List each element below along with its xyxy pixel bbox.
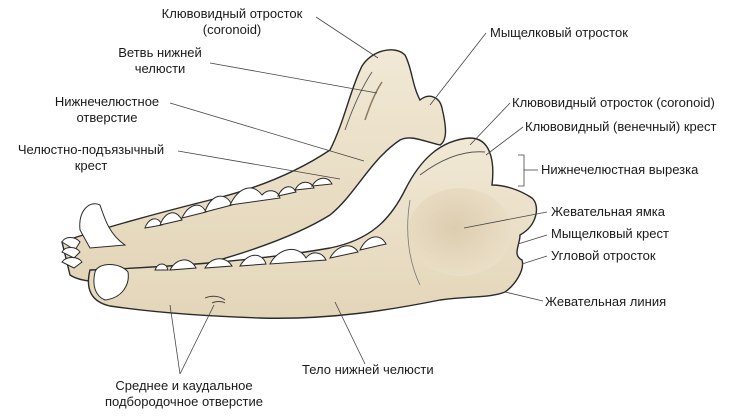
label-line: Нижнечелюстное [54, 94, 160, 109]
label-coronoid-process-top: Клювовидный отросток (coronoid) [146, 6, 318, 38]
label-line: отверстие [76, 110, 138, 125]
lateral-hemimandible [87, 137, 538, 319]
label-line: подбородочное отверстие [104, 394, 264, 409]
label-line: Среднее и каудальное [115, 378, 253, 393]
label-condylar-crest: Мыщелковый крест [551, 226, 669, 241]
leader-lines [169, 16, 548, 375]
label-mental-foramina: Среднее и каудальное подбородочное отвер… [96, 378, 272, 410]
label-masseteric-line: Жевательная линия [545, 294, 667, 309]
label-line: Клювовидный отросток [161, 6, 303, 21]
label-line: Челюстно-подъязычный [17, 142, 165, 157]
label-mandibular-foramen: Нижнечелюстное отверстие [44, 94, 170, 126]
label-condylar-process-top: Мыщелковый отросток [490, 25, 628, 40]
label-ramus: Ветвь нижней челюсти [110, 45, 210, 77]
label-angular-process: Угловой отросток [551, 248, 656, 263]
label-line: челюсти [134, 61, 186, 76]
lateral-teeth [93, 236, 387, 301]
label-line: Ветвь нижней [118, 45, 202, 60]
label-coronoid-process-right: Клювовидный отросток (coronoid) [512, 95, 715, 110]
label-line: крест [74, 158, 108, 173]
label-mylohyoid-crest: Челюстно-подъязычный крест [6, 142, 176, 174]
label-mandibular-notch: Нижнечелюстная вырезка [541, 162, 699, 177]
label-line: (coronoid) [202, 22, 262, 37]
label-coronoid-crest: Клювовидный (венечный) крест [525, 119, 717, 134]
label-mandible-body: Тело нижней челюсти [302, 362, 434, 377]
label-masseteric-fossa: Жевательная ямка [551, 204, 665, 219]
masseteric-fossa-shade [408, 188, 512, 276]
medial-teeth [79, 177, 333, 249]
medial-hemimandible [61, 49, 447, 283]
